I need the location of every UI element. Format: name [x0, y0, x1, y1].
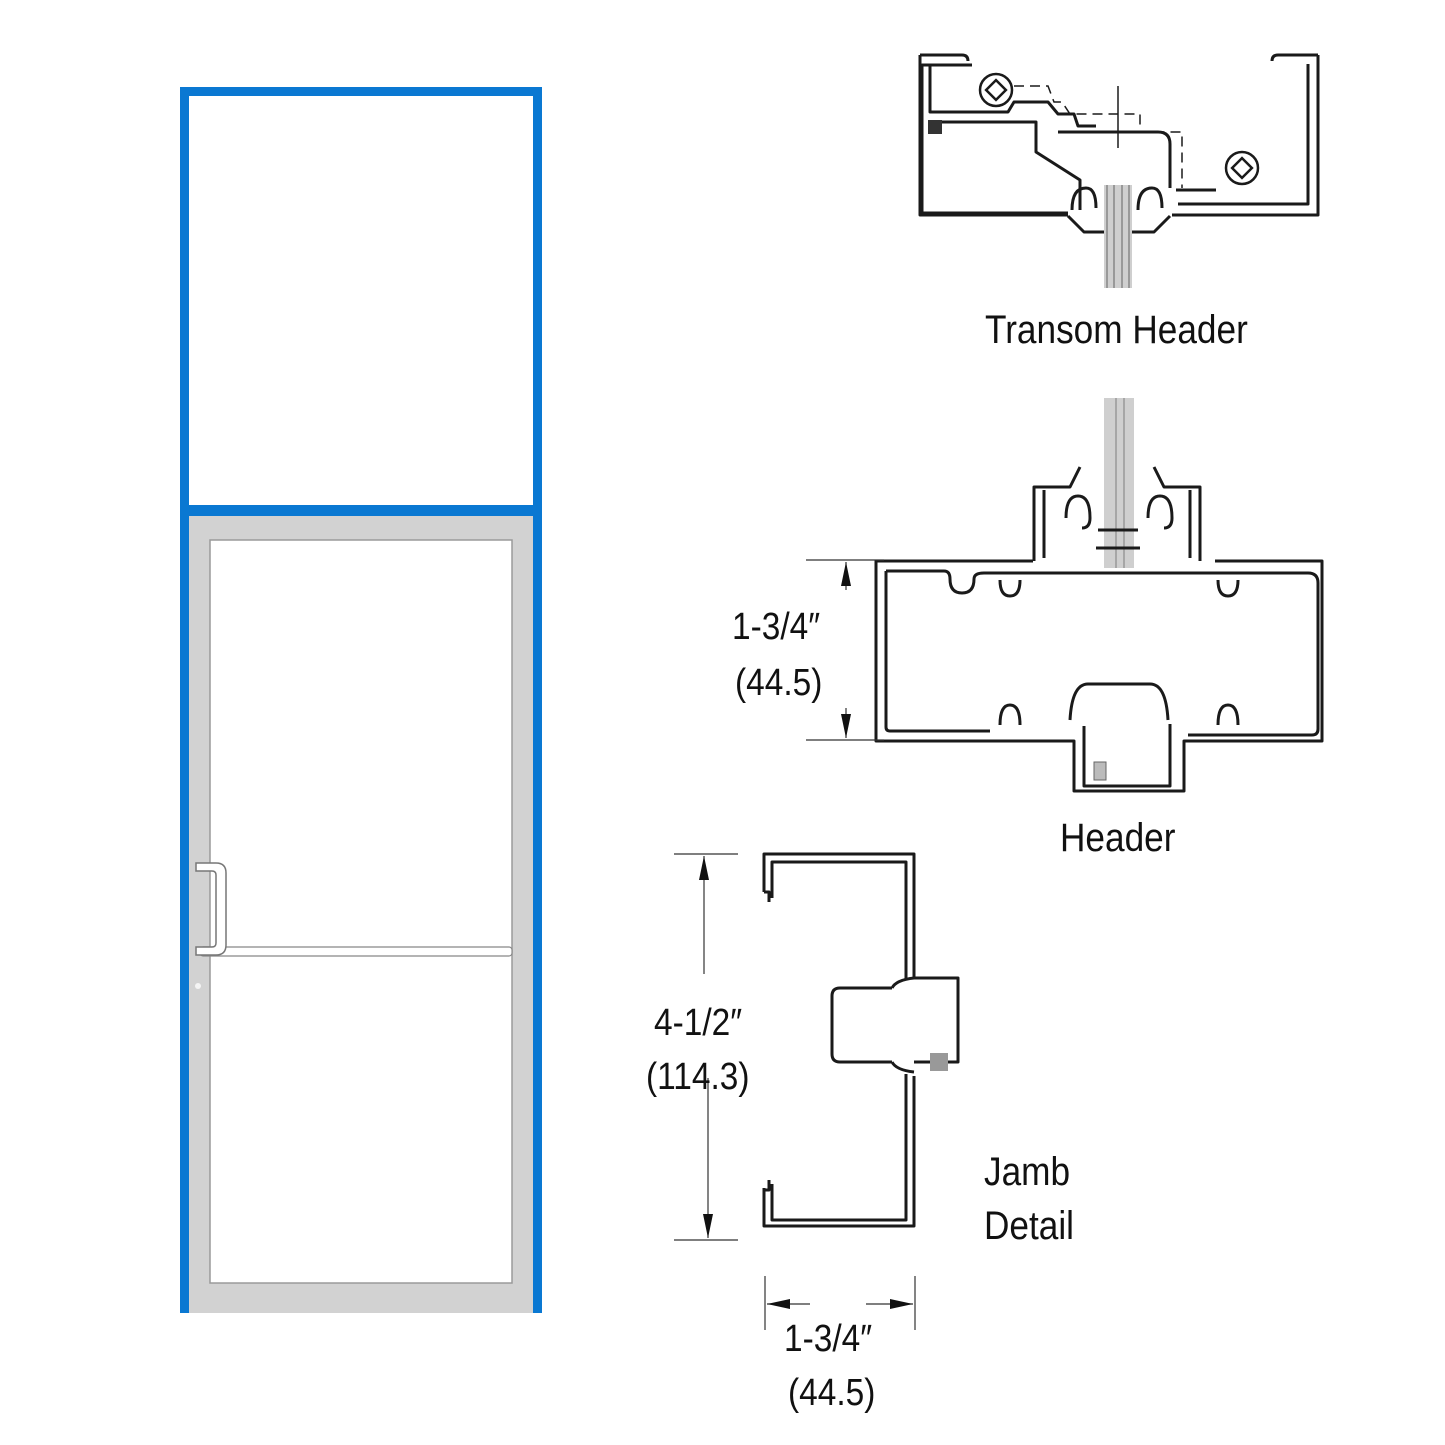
- jamb-drawing: [674, 852, 960, 1330]
- door-elevation: [0, 0, 600, 1445]
- transom-bar: [180, 505, 542, 516]
- jamb-height-metric: (114.3): [646, 1056, 750, 1098]
- lock-cylinder: [195, 983, 201, 989]
- jamb-height-imperial: 4-1/2″: [654, 1002, 743, 1044]
- transom-header-label: Transom Header: [985, 308, 1248, 352]
- header-dimension-metric: (44.5): [735, 662, 823, 704]
- jamb-width-imperial: 1-3/4″: [784, 1318, 873, 1360]
- door-glass: [209, 539, 513, 1284]
- frame-left-jamb: [180, 87, 189, 1313]
- door-elevation-drawing: [180, 87, 542, 1313]
- header-drawing: [806, 398, 1324, 793]
- transom-glass: [189, 96, 533, 505]
- header-detail: 1-3/4″ (44.5) Header: [700, 390, 1340, 870]
- frame-head: [180, 87, 542, 96]
- jamb-label-line2: Detail: [984, 1204, 1074, 1248]
- jamb-width-metric: (44.5): [788, 1372, 876, 1414]
- header-dimension-imperial: 1-3/4″: [732, 606, 821, 648]
- pull-handle-icon: [195, 862, 227, 956]
- jamb-label-line1: Jamb: [984, 1150, 1071, 1194]
- transom-header-detail: Transom Header: [900, 40, 1340, 360]
- push-bar: [199, 946, 513, 957]
- header-label: Header: [1060, 816, 1176, 860]
- jamb-detail: 4-1/2″ (114.3) Jamb Detail 1-3/4″ (44.5): [630, 840, 1110, 1430]
- transom-header-drawing: [918, 53, 1320, 288]
- frame-right-jamb: [533, 87, 542, 1313]
